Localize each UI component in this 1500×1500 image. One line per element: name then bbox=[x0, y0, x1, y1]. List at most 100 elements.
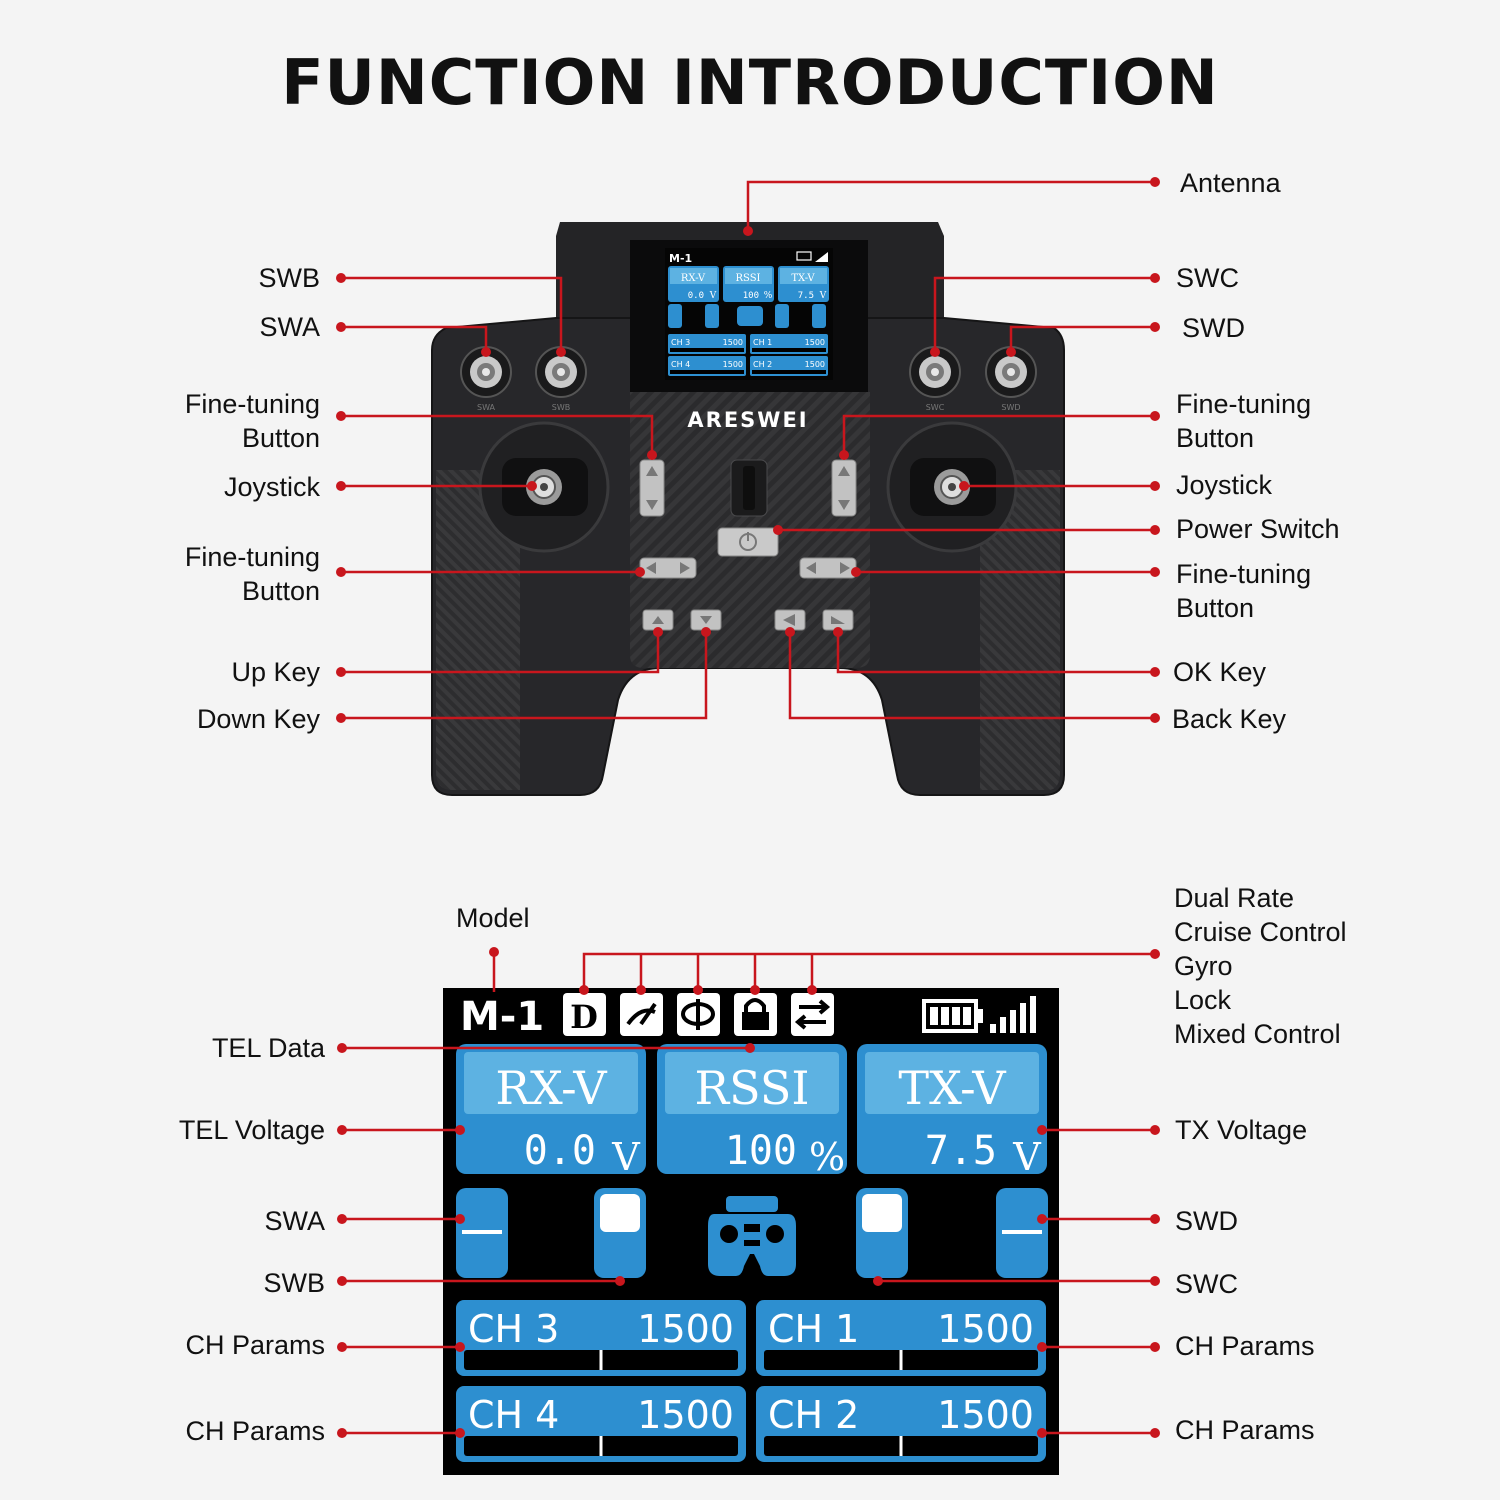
callout-dot bbox=[615, 1276, 625, 1286]
tile-value: 100 bbox=[725, 1128, 797, 1174]
callout-dot bbox=[527, 481, 537, 491]
callout-dot bbox=[336, 667, 346, 677]
switch-swb[interactable] bbox=[535, 346, 587, 398]
label-swd-bottom: SWD bbox=[1175, 1206, 1238, 1236]
mini-channel-param: CH 3 1500 bbox=[668, 334, 746, 354]
mini-channel-name: CH 1 bbox=[753, 338, 772, 347]
callout-dots bbox=[336, 177, 1160, 1438]
tile-label: RSSI bbox=[694, 1061, 809, 1115]
callout-dot bbox=[930, 347, 940, 357]
callout-dot bbox=[489, 947, 499, 957]
callout-dot bbox=[839, 450, 849, 460]
label-ch-params-4: CH Params bbox=[1175, 1415, 1315, 1445]
callout-dot bbox=[337, 1043, 347, 1053]
line-swd-top bbox=[1009, 325, 1155, 352]
svg-text:D: D bbox=[570, 998, 598, 1036]
brand-logo-text: ARESWEI bbox=[687, 408, 808, 432]
label-ok-key: OK Key bbox=[1173, 657, 1267, 687]
label-antenna: Antenna bbox=[1180, 168, 1281, 198]
line-swb-top bbox=[341, 276, 563, 352]
callout-dot bbox=[1037, 1125, 1047, 1135]
fine-tuning-horizontal-left[interactable] bbox=[639, 557, 697, 579]
line-fine-right-1 bbox=[842, 414, 1155, 455]
callout-dot bbox=[653, 627, 663, 637]
callout-dot bbox=[807, 985, 817, 995]
label-swa-top: SWA bbox=[259, 312, 321, 342]
mini-channel-value: 1500 bbox=[723, 360, 743, 369]
label-back-key: Back Key bbox=[1172, 704, 1287, 734]
signal-strength-icon bbox=[990, 996, 1036, 1033]
label-swc-top: SWC bbox=[1176, 263, 1239, 293]
line-status-icons bbox=[582, 952, 1155, 990]
callout-dot bbox=[336, 322, 346, 332]
line-down-key bbox=[341, 632, 708, 720]
callout-dot bbox=[579, 985, 589, 995]
fine-tuning-vertical-right[interactable] bbox=[831, 459, 857, 517]
lock-icon bbox=[734, 993, 777, 1036]
label-fine-tuning-left-1: Fine-tuning Button bbox=[184, 389, 320, 453]
label-model: Model bbox=[456, 903, 530, 933]
callout-dot bbox=[1150, 667, 1160, 677]
right-grip bbox=[980, 470, 1060, 790]
label-ch-params-1: CH Params bbox=[185, 1330, 325, 1360]
switch-marking-swa: SWA bbox=[477, 403, 496, 412]
line-back-key bbox=[788, 632, 1155, 720]
mini-tile-unit: V bbox=[819, 291, 827, 301]
joystick-right[interactable] bbox=[886, 421, 1018, 553]
line-ok-key bbox=[836, 632, 1155, 674]
mini-channel-name: CH 2 bbox=[753, 360, 772, 369]
fine-tuning-horizontal-right[interactable] bbox=[799, 557, 857, 579]
switch-marking-swc: SWC bbox=[926, 403, 945, 412]
channel-name: CH 3 bbox=[468, 1307, 559, 1351]
tile-value: 7.5 bbox=[925, 1128, 997, 1174]
dual-rate-icon: D bbox=[563, 993, 606, 1036]
channel-value: 1500 bbox=[637, 1393, 734, 1437]
callout-dot bbox=[337, 1214, 347, 1224]
power-switch-button[interactable] bbox=[717, 527, 779, 557]
callout-dot bbox=[1150, 1276, 1160, 1286]
mini-channel-name: CH 3 bbox=[671, 338, 690, 347]
callout-dot bbox=[635, 567, 645, 577]
back-arrow-icon bbox=[783, 614, 795, 626]
callout-dot bbox=[1037, 1214, 1047, 1224]
label-swb-bottom: SWB bbox=[263, 1268, 325, 1298]
screen-model-label: M-1 bbox=[460, 994, 544, 1040]
joystick-left[interactable] bbox=[478, 421, 610, 553]
label-swc-bottom: SWC bbox=[1175, 1269, 1238, 1299]
mini-channel-value: 1500 bbox=[723, 338, 743, 347]
callout-lines bbox=[341, 180, 1155, 1435]
callout-dot bbox=[743, 226, 753, 236]
left-grip bbox=[436, 470, 520, 790]
callout-dot bbox=[636, 985, 646, 995]
mini-tile-label: RX-V bbox=[681, 273, 706, 284]
callout-dot bbox=[1037, 1342, 1047, 1352]
switch-swa[interactable] bbox=[460, 346, 512, 398]
fine-tuning-vertical-left[interactable] bbox=[639, 459, 665, 517]
up-arrow-icon bbox=[652, 616, 664, 624]
mini-tile-label: TX-V bbox=[791, 273, 815, 284]
label-down-key: Down Key bbox=[196, 704, 320, 734]
callout-dot bbox=[1150, 1125, 1160, 1135]
gyro-icon bbox=[677, 993, 720, 1036]
channel-name: CH 1 bbox=[768, 1307, 859, 1351]
label-status-icons: Dual Rate Cruise Control Gyro Lock Mixed… bbox=[1174, 883, 1347, 1049]
callout-dot bbox=[851, 567, 861, 577]
callout-dot bbox=[1037, 1428, 1047, 1438]
callout-dot bbox=[750, 985, 760, 995]
center-slot-inner bbox=[743, 466, 755, 510]
label-ch-params-3: CH Params bbox=[1175, 1331, 1315, 1361]
callout-dot bbox=[1150, 322, 1160, 332]
swa-indicator bbox=[456, 1188, 508, 1278]
callout-dot bbox=[701, 627, 711, 637]
callout-dot bbox=[873, 1276, 883, 1286]
channel-value: 1500 bbox=[637, 1307, 734, 1351]
callout-dot bbox=[455, 1214, 465, 1224]
label-fine-tuning-left-2: Fine-tuning Button bbox=[184, 542, 320, 606]
callout-dot bbox=[336, 713, 346, 723]
label-swa-bottom: SWA bbox=[264, 1206, 326, 1236]
callout-dot bbox=[1150, 1214, 1160, 1224]
